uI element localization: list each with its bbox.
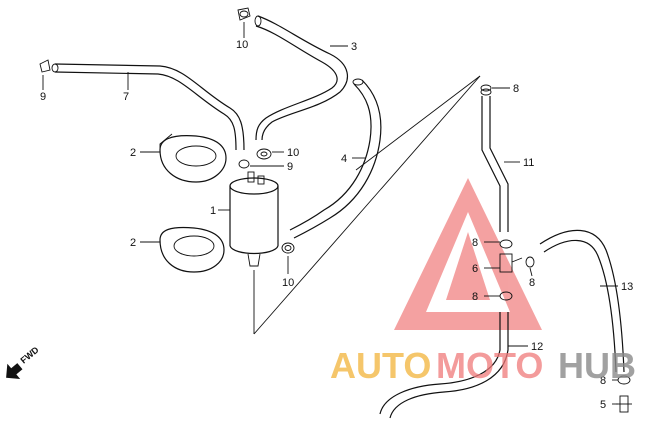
clamp-8-upper <box>499 239 513 249</box>
clip-9-middle <box>238 159 250 169</box>
hose-12 <box>379 312 509 419</box>
fitting-5 <box>616 395 632 413</box>
bracket-2-upper <box>159 133 227 183</box>
joint-6 <box>499 253 523 273</box>
callout-9-left: 9 <box>40 91 46 103</box>
callout-7: 7 <box>123 91 129 103</box>
fwd-indicator: FWD <box>6 344 41 380</box>
clamp-10-lower <box>281 242 295 254</box>
hose-7 <box>51 63 245 151</box>
callout-2-lower: 2 <box>130 237 136 249</box>
callout-8-top: 8 <box>513 83 519 95</box>
callout-labels: 9 7 10 3 2 2 1 10 9 4 10 8 11 8 6 8 8 12… <box>40 39 633 411</box>
callout-6: 6 <box>472 263 478 275</box>
callout-12: 12 <box>531 341 543 353</box>
watermark-text: AUTO MOTO HUB <box>330 345 636 386</box>
callout-13: 13 <box>621 281 633 293</box>
bracket-2-lower <box>159 226 225 273</box>
callout-5: 5 <box>600 399 606 411</box>
callout-9-middle: 9 <box>287 161 293 173</box>
hose-3 <box>254 15 348 141</box>
callout-10-top: 10 <box>236 39 248 51</box>
clamp-10-top <box>237 7 251 21</box>
callout-11: 11 <box>523 157 534 169</box>
fwd-label: FWD <box>18 344 41 365</box>
callout-8-right: 8 <box>529 277 535 289</box>
callout-8-lower: 8 <box>472 291 478 303</box>
callout-leaders <box>42 22 618 405</box>
hose-11 <box>480 88 509 232</box>
frame-lines <box>253 75 481 335</box>
callout-1: 1 <box>210 205 216 217</box>
clamp-8-top <box>480 84 492 92</box>
canister-1 <box>229 171 279 267</box>
callout-3: 3 <box>351 41 357 53</box>
callout-2-upper: 2 <box>130 147 136 159</box>
clamp-10-middle <box>256 148 272 160</box>
watermark-auto: AUTO <box>330 345 431 386</box>
callout-8-bottom: 8 <box>600 375 606 387</box>
clamp-8-right <box>525 256 535 268</box>
clip-9-left <box>39 59 51 73</box>
callout-4: 4 <box>341 153 347 165</box>
callout-10-middle: 10 <box>287 147 299 159</box>
callout-8-upper: 8 <box>472 237 478 249</box>
hose-4 <box>289 78 382 239</box>
watermark-hub: HUB <box>558 345 636 386</box>
callout-10-lower: 10 <box>282 277 294 289</box>
watermark-moto: MOTO <box>436 345 543 386</box>
watermark-logo <box>394 178 542 330</box>
hose-13 <box>539 229 625 373</box>
